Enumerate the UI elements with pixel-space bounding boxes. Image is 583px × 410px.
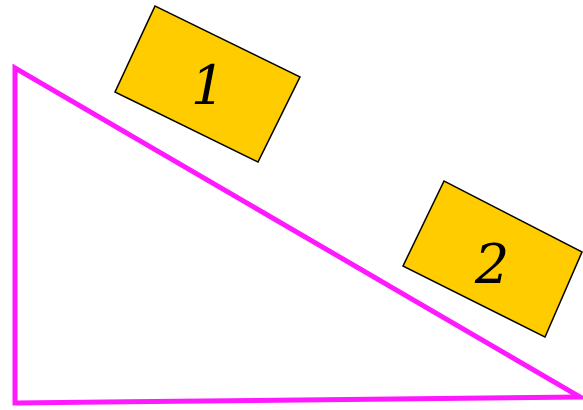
block-2-label: 2	[474, 233, 509, 296]
block-2: 2	[402, 179, 583, 339]
block-1-label: 1	[191, 54, 225, 117]
block-1: 1	[114, 4, 302, 164]
block-1-body	[114, 4, 302, 164]
block-2-body	[402, 179, 583, 339]
inclined-plane	[12, 63, 583, 406]
